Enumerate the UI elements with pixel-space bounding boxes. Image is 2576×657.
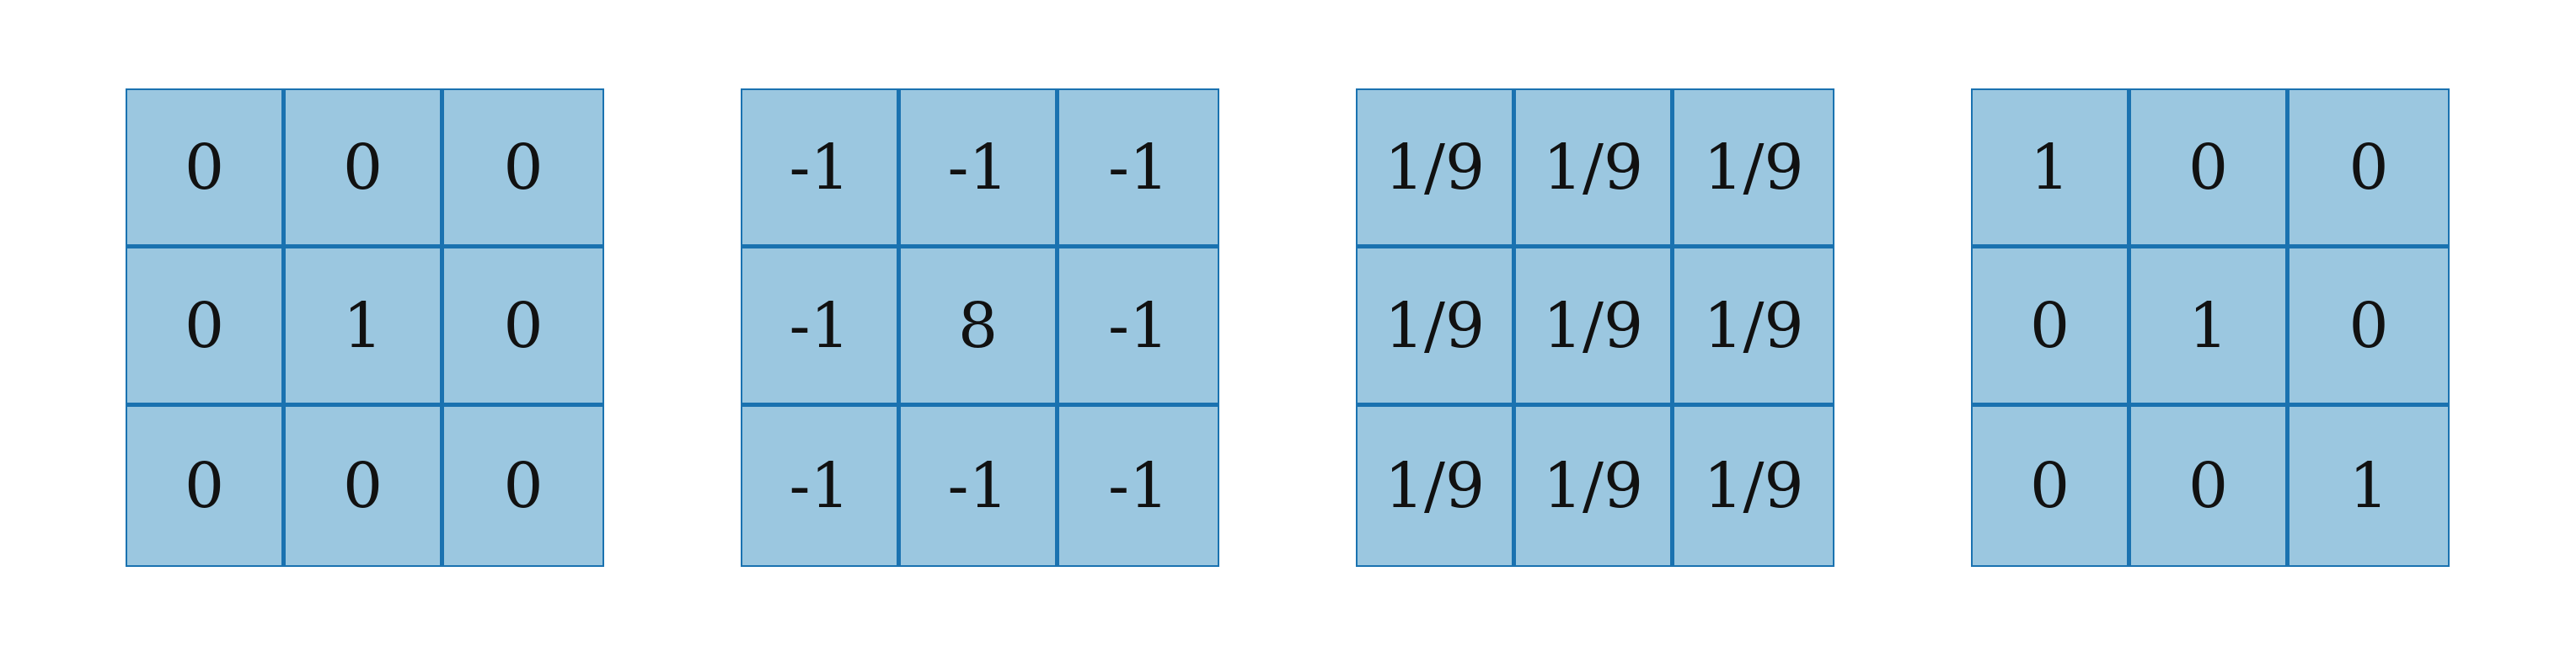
kernel-matrix-1: 0 0 0 0 1 0 0 0 0 [126, 88, 604, 567]
matrix-cell: 0 [1973, 248, 2131, 407]
matrix-cell: 8 [901, 248, 1059, 407]
matrix-cell: -1 [1059, 248, 1218, 407]
matrix-cell: -1 [1059, 90, 1218, 248]
matrix-cell: 0 [2131, 407, 2289, 565]
matrix-cell: 1 [2348, 450, 2389, 522]
matrix-cell: 0 [444, 248, 602, 407]
matrix-cell: 0 [127, 248, 286, 407]
matrix-cell: 0 [127, 90, 286, 248]
matrix-cell: 0 [2289, 248, 2448, 407]
matrix-cell: 0 [503, 450, 544, 522]
matrix-cell: 0 [444, 90, 602, 248]
matrix-cell: 1/9 [1358, 248, 1516, 407]
matrix-cell: 0 [286, 407, 444, 565]
matrix-cell: 0 [127, 407, 286, 565]
matrix-cell: 1 [2131, 248, 2289, 407]
matrix-cell: 1/9 [1703, 450, 1804, 522]
matrix-cell: 0 [2289, 90, 2448, 248]
matrix-cell: 1/9 [1674, 90, 1833, 248]
kernel-matrix-2: -1 -1 -1 -1 8 -1 -1 -1 -1 [741, 88, 1219, 567]
matrix-cell: -1 [742, 407, 901, 565]
matrix-cell: 0 [2131, 90, 2289, 248]
matrix-cell: 1/9 [1358, 407, 1516, 565]
matrix-cell: 1/9 [1358, 90, 1516, 248]
matrix-cell: 1/9 [1516, 248, 1674, 407]
kernel-matrix-3: 1/9 1/9 1/9 1/9 1/9 1/9 1/9 1/9 1/9 [1356, 88, 1834, 567]
matrix-cell: 1/9 [1516, 90, 1674, 248]
matrix-cell: 0 [286, 90, 444, 248]
matrix-cell: 1/9 [1516, 407, 1674, 565]
kernel-matrix-4: 1 0 0 0 1 0 0 0 1 [1971, 88, 2450, 567]
matrix-cell: -1 [901, 90, 1059, 248]
matrix-cell: 0 [1973, 407, 2131, 565]
matrix-cell: 1/9 [1674, 248, 1833, 407]
matrix-cell: 1 [286, 248, 444, 407]
matrix-cell: -1 [1107, 450, 1170, 522]
matrix-cell: -1 [742, 90, 901, 248]
matrix-cell: 1 [1973, 90, 2131, 248]
matrix-cell: -1 [742, 248, 901, 407]
matrix-cell: -1 [901, 407, 1059, 565]
